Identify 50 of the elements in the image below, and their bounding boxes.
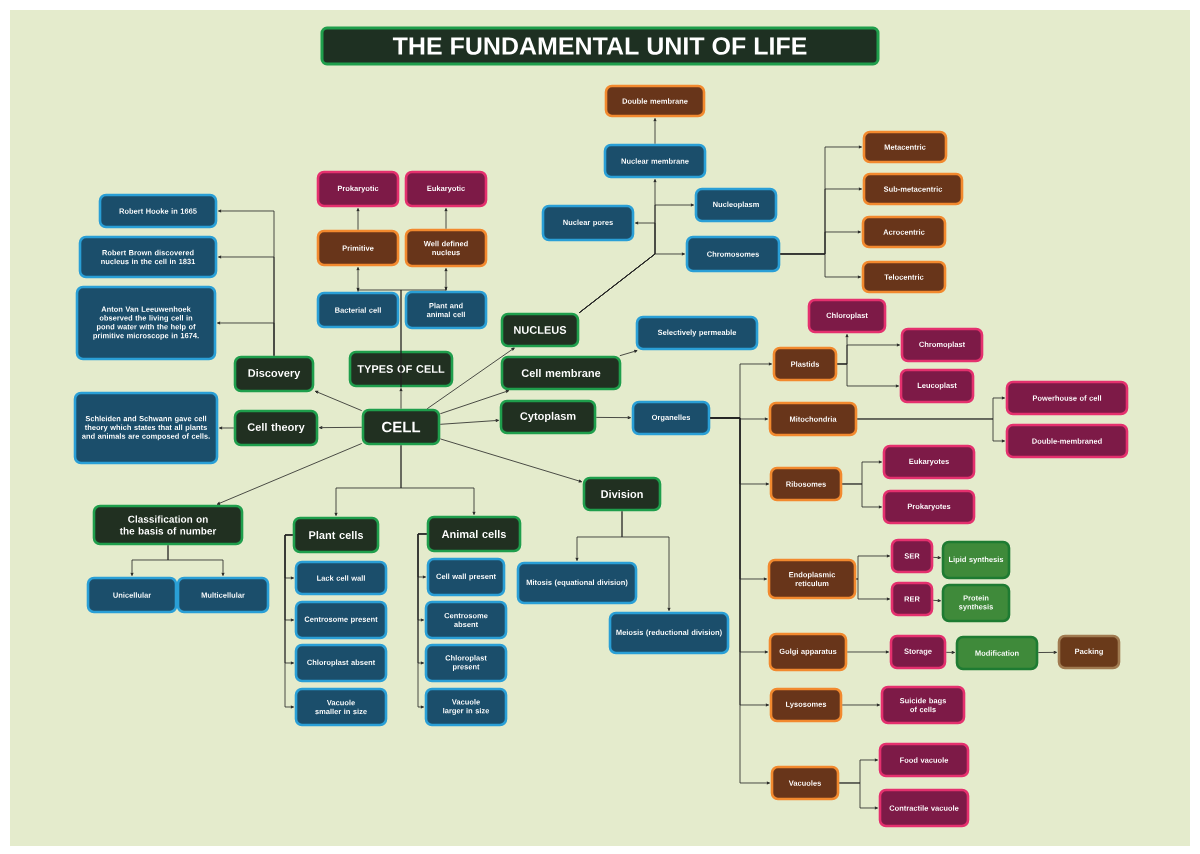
arrow <box>621 510 671 611</box>
arrow <box>167 544 225 576</box>
arrow <box>216 443 363 505</box>
arrow <box>841 703 881 707</box>
arrow <box>356 208 360 231</box>
title-banner: THE FUNDAMENTAL UNIT OF LIFE <box>320 26 880 66</box>
topic-box: Discovery <box>233 355 315 393</box>
arrow <box>945 650 956 654</box>
arrow <box>319 426 363 430</box>
arrow <box>400 286 448 388</box>
arrow <box>284 534 295 709</box>
topic-box: Animal cells <box>426 515 522 553</box>
arrow <box>932 556 942 560</box>
topic-box: Classification on the basis of number <box>92 504 244 546</box>
arrow <box>932 599 942 603</box>
arrow <box>855 578 891 601</box>
arrow <box>856 418 1006 443</box>
arrow <box>595 416 632 420</box>
arrow <box>779 253 862 279</box>
topic-box: Cytoplasm <box>499 399 597 435</box>
arrow <box>439 438 583 483</box>
topic-box: NUCLEUS <box>500 312 580 348</box>
topic-box: CELL <box>361 408 441 446</box>
arrow <box>841 483 883 509</box>
topic-box: Cell theory <box>233 409 319 447</box>
arrow <box>709 417 771 785</box>
arrow <box>314 390 363 411</box>
arrow <box>417 533 428 709</box>
arrow <box>356 267 360 293</box>
arrow <box>426 347 515 410</box>
topic-box: TYPES OF CELL <box>348 350 454 388</box>
topic-box: Cell membrane <box>500 355 622 391</box>
arrow <box>444 208 448 230</box>
arrow <box>653 117 657 145</box>
arrow <box>855 554 891 580</box>
arrow <box>400 444 476 515</box>
arrow <box>219 426 235 430</box>
arrow <box>439 390 510 415</box>
arrow <box>399 388 403 410</box>
arrow <box>846 650 890 654</box>
topic-box: Plant cells <box>292 516 380 554</box>
topic-box: Division <box>582 476 662 512</box>
arrow <box>439 419 500 425</box>
arrow <box>836 363 900 388</box>
arrow <box>444 268 448 292</box>
arrow <box>1037 650 1057 654</box>
arrow <box>217 321 275 357</box>
arrow <box>578 252 686 314</box>
arrow <box>619 349 638 357</box>
arrow <box>838 782 879 810</box>
